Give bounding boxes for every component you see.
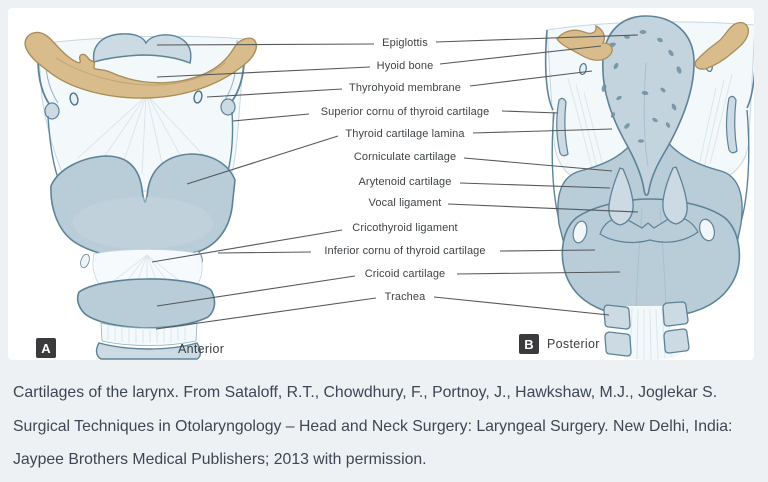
lateral-gap-right: [699, 218, 715, 242]
label-epiglottis: Epiglottis: [382, 37, 428, 49]
cricoid-cartilage-shape: [76, 278, 216, 329]
leader-line: [156, 275, 356, 307]
leader-line: [206, 88, 343, 98]
leader-line: [155, 297, 377, 330]
lateral-gap-left: [572, 220, 588, 244]
view-caption-posterior: Posterior: [547, 337, 600, 351]
left-outer-edge: [544, 29, 554, 111]
tracheal-ring-stubs: [603, 301, 690, 357]
superior-cornu-posterior-left-shape: [556, 97, 569, 157]
leader-line: [156, 66, 371, 78]
tracheal-ring-shape: [95, 342, 202, 360]
epiglottis-posterior-shape: [601, 15, 695, 197]
label-superior-cornu-of-thyroid-cartilage: Superior cornu of thyroid cartilage: [320, 106, 490, 118]
membrane-posterior-striations: [567, 73, 733, 175]
leader-lines: [151, 34, 639, 330]
lamina-highlight: [73, 197, 213, 249]
right-outer-edge: [746, 69, 754, 109]
posterior-larynx-illustration: [544, 15, 754, 360]
leader-line: [501, 110, 559, 114]
leader-line: [439, 45, 602, 65]
label-thyroid-cartilage-lamina: Thyroid cartilage lamina: [345, 128, 465, 140]
arytenoid-cartilage-right-shape: [662, 166, 688, 225]
membrane-foramen-right: [193, 90, 203, 104]
hyoid-bone-shape: [24, 31, 258, 99]
leader-line: [472, 128, 613, 134]
leader-line: [186, 135, 339, 185]
leader-line: [463, 157, 613, 172]
leader-line: [156, 43, 375, 46]
anterior-larynx-illustration: [24, 31, 258, 360]
right-shoulder-knob: [220, 98, 236, 116]
cricoid-ridge-right: [659, 207, 667, 309]
leader-line: [459, 182, 611, 189]
figure-caption: Cartilages of the larynx. From Sataloff,…: [13, 384, 733, 468]
view-caption-anterior: Anterior: [178, 342, 225, 356]
leader-line: [151, 229, 343, 263]
leader-line: [447, 203, 639, 213]
larynx-diagram: [24, 15, 754, 360]
label-hyoid-bone: Hyoid bone: [376, 60, 434, 72]
leader-line: [499, 249, 596, 252]
membrane-foramen-left: [69, 92, 79, 106]
label-arytenoid-cartilage: Arytenoid cartilage: [358, 176, 452, 188]
view-tag-a: A: [36, 338, 56, 358]
leader-line: [433, 296, 610, 316]
view-tag-b: B: [519, 334, 539, 354]
cricoid-ridge-left: [635, 207, 643, 309]
trachea-striations: [107, 325, 186, 343]
cricotracheal-membrane-shape: [100, 322, 198, 346]
label-vocal-ligament: Vocal ligament: [368, 197, 442, 209]
inferior-cornu-notch-left: [80, 253, 90, 269]
epiglottis-shape: [92, 33, 192, 64]
hyoid-bone-crease: [55, 57, 227, 86]
leader-line: [435, 34, 639, 43]
label-trachea: Trachea: [384, 291, 426, 303]
hyoid-bone-posterior-left-shape: [556, 24, 613, 61]
label-thyrohyoid-membrane: Thyrohyoid membrane: [349, 82, 461, 94]
label-cricoid-cartilage: Cricoid cartilage: [364, 268, 446, 280]
leader-line: [232, 113, 310, 122]
label-inferior-cornu-of-thyroid-cartilage: Inferior cornu of thyroid cartilage: [324, 245, 486, 257]
cricoid-lamina-shape: [561, 198, 741, 318]
label-corniculate-cartilage: Corniculate cartilage: [353, 151, 457, 163]
leader-line: [456, 271, 621, 275]
superior-cornu-posterior-right-shape: [725, 95, 738, 154]
label-cricothyroid-ligament: Cricothyroid ligament: [352, 222, 458, 234]
leader-line: [469, 70, 593, 87]
leader-line: [217, 251, 312, 254]
epiglottis-foramina: [601, 30, 682, 143]
hyoid-bone-posterior-right-shape: [694, 21, 749, 70]
left-shoulder-knob: [44, 102, 60, 120]
epiglottis-crease: [643, 62, 649, 167]
